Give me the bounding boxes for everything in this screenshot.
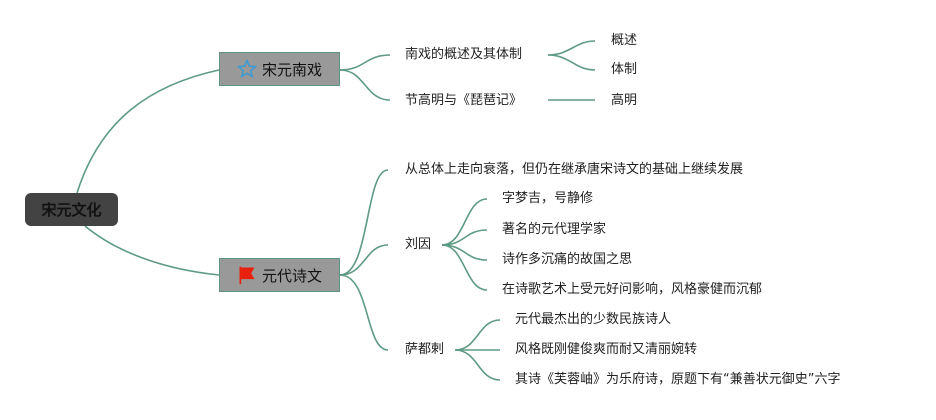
connector	[339, 69, 391, 101]
subtopic[interactable]: 著名的元代理学家	[502, 222, 607, 237]
topic-decline[interactable]: 从总体上走向衰落，但仍在继承唐宋诗文的基础上继续发展	[405, 162, 744, 177]
star-icon	[236, 59, 257, 78]
topic-nanxi-overview[interactable]: 南戏的概述及其体制	[405, 47, 523, 62]
root-label: 宋元文化	[41, 201, 102, 219]
subtopic[interactable]: 高明	[611, 93, 638, 108]
connector	[547, 40, 596, 56]
subtopic[interactable]: 概述	[611, 33, 638, 48]
connector	[339, 244, 389, 276]
flag-icon	[239, 266, 255, 285]
subtopic[interactable]: 在诗歌艺术上受元好问影响，风格豪健而沉郁	[502, 282, 763, 297]
subtopic[interactable]: 其诗《芙蓉岫》为乐府诗，原题下有“兼善状元御史”六字	[515, 372, 841, 387]
branch-label: 元代诗文	[261, 266, 322, 285]
connector	[339, 274, 389, 351]
topic-sa-dula[interactable]: 萨都剌	[405, 342, 445, 357]
connector	[454, 319, 501, 351]
subtopic[interactable]: 字梦吉，号静修	[502, 191, 594, 206]
subtopic[interactable]: 诗作多沉痛的故国之思	[502, 252, 633, 267]
subtopic[interactable]: 元代最杰出的少数民族诗人	[515, 312, 672, 327]
topic-gao-ming[interactable]: 节高明与《琵琶记》	[405, 93, 523, 108]
branch-node-song-yuan-nanxi[interactable]: 宋元南戏	[219, 52, 340, 86]
connector	[441, 198, 488, 246]
subtopic[interactable]: 体制	[611, 62, 638, 77]
connector	[84, 225, 220, 276]
connector	[339, 54, 391, 71]
connector	[454, 349, 501, 381]
subtopic[interactable]: 风格既刚健俊爽而耐又清丽婉转	[515, 342, 698, 357]
branch-label: 宋元南戏	[261, 60, 322, 79]
connector	[441, 244, 488, 291]
branch-node-yuan-poetry[interactable]: 元代诗文	[219, 258, 340, 292]
topic-liu-yin[interactable]: 刘因	[405, 237, 432, 252]
connector	[547, 54, 596, 71]
root-node[interactable]: 宋元文化	[25, 193, 118, 226]
connector	[76, 69, 220, 194]
connector	[339, 169, 389, 276]
